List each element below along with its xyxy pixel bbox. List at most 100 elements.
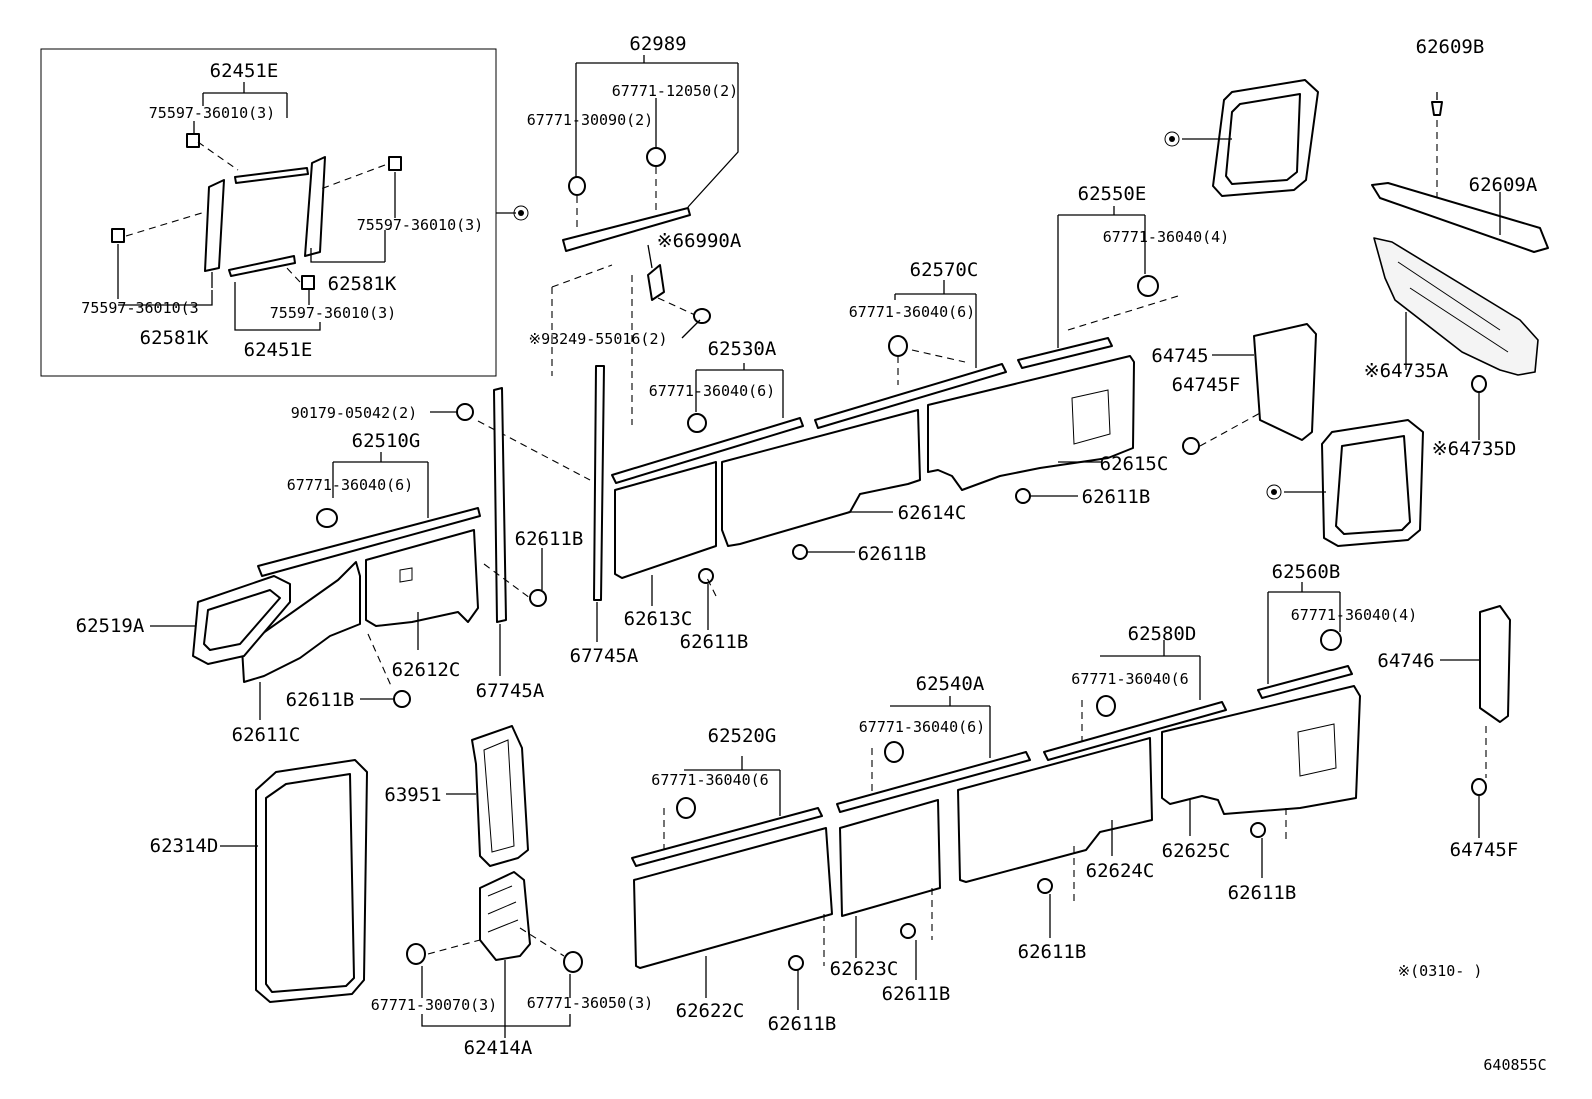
label-64745: 64745 [1151,345,1208,367]
label-67771-36040-530: 67771-36040(6) [649,382,775,400]
label-63951: 63951 [384,784,441,806]
strip-62550E [1017,337,1113,369]
label-75597-a: 75597-36010(3) [149,104,275,122]
label-67771-30090: 67771-30090(2) [527,111,653,129]
label-62611B-6: 62611B [1228,882,1297,904]
pillar-62581K-right [304,156,326,257]
clip-75597-a [186,133,200,148]
label-62611B-2: 62611B [515,528,584,550]
panel-64745 [1253,323,1317,441]
label-62611B-7: 62611B [1018,941,1087,963]
label-62560B: 62560B [1272,561,1341,583]
label-62314D: 62314D [150,835,219,857]
label-62614C: 62614C [898,502,967,524]
label-67771-36040-520: 67771-36040(6 [651,771,768,789]
label-64746: 64746 [1377,650,1434,672]
label-62611B-9: 62611B [768,1013,837,1035]
label-62580D: 62580D [1128,623,1197,645]
weatherstrip-67745A-left [493,387,507,623]
label-62611B-5: 62611B [1082,486,1151,508]
bracket-62414A [479,871,531,961]
weatherstrip-67745A-center [593,365,605,601]
label-62989: 62989 [629,33,686,55]
label-67745A-a: 67745A [476,680,545,702]
label-62622C: 62622C [676,1000,745,1022]
strip-62540A [836,751,1031,813]
clip-66990A [647,264,665,301]
label-62451E-top: 62451E [210,60,279,82]
label-62550E: 62550E [1078,183,1147,205]
label-67771-36040-540: 67771-36040(6) [859,718,985,736]
strip-62570C [814,363,1007,429]
label-75597-b: 75597-36010(3) [357,216,483,234]
panel-62624C [957,737,1153,883]
clip-75597-c [111,228,125,243]
label-64735A: ※64735A [1364,360,1449,382]
pillar-62581K-left [204,179,225,272]
label-62625C: 62625C [1162,840,1231,862]
label-67771-36040-570: 67771-36040(6) [849,303,975,321]
panel-62614C [721,409,921,547]
label-67771-30070: 67771-30070(3) [371,996,497,1014]
label-62611B-1: 62611B [286,689,355,711]
label-62451E-bottom: 62451E [244,339,313,361]
label-64745F-a: 64745F [1172,374,1241,396]
panel-62613C [614,461,717,579]
label-93249: ※93249-55016(2) [529,330,668,348]
strip-62451E-lower [228,255,296,277]
label-62581K-b: 62581K [140,327,209,349]
panel-62615C [927,355,1135,491]
footnote-date: ※(0310- ) [1398,962,1483,980]
panel-62622C [633,827,833,969]
panel-62623C [839,799,941,917]
panel-62609A [1371,182,1549,253]
label-75597-c: 75597-36010(3 [81,299,198,317]
strip-62580D [1043,701,1227,761]
clip-75597-d [301,275,315,290]
strip-62520G [631,807,823,867]
cover-64735A [1373,237,1539,376]
label-62613C: 62613C [624,608,693,630]
label-62520G: 62520G [708,725,777,747]
label-62612C: 62612C [392,659,461,681]
strip-62451E-upper [234,167,309,184]
label-62570C: 62570C [910,259,979,281]
label-64745F-b: 64745F [1450,839,1519,861]
label-62624C: 62624C [1086,860,1155,882]
label-62611B-8: 62611B [882,983,951,1005]
label-62611B-3: 62611B [680,631,749,653]
pillar-63951 [471,725,529,867]
label-67771-36040-510: 67771-36040(6) [287,476,413,494]
panel-62625C [1161,685,1361,815]
label-75597-d: 75597-36010(3) [270,304,396,322]
label-67771-36040-560: 67771-36040(4) [1291,606,1417,624]
clip-75597-b [388,156,402,171]
label-62611C: 62611C [232,724,301,746]
label-67771-12050: 67771-12050(2) [612,82,738,100]
label-62530A: 62530A [708,338,777,360]
label-62611B-4: 62611B [858,543,927,565]
label-62540A: 62540A [916,673,985,695]
label-62414A: 62414A [464,1037,533,1059]
panel-62611C [241,561,361,683]
fastener-62609B [1431,101,1443,116]
label-64735D: ※64735D [1432,438,1517,460]
diagram-code: 640855C [1483,1056,1546,1074]
panel-64746 [1479,605,1511,723]
label-62623C: 62623C [830,958,899,980]
label-62519A: 62519A [76,615,145,637]
label-67745A-b: 67745A [570,645,639,667]
label-62609B: 62609B [1416,36,1485,58]
strip-62530A [611,417,804,484]
strip-62560B [1257,665,1353,699]
label-62510G: 62510G [352,430,421,452]
label-67771-36050: 67771-36050(3) [527,994,653,1012]
label-66990A: ※66990A [657,230,742,252]
strip-62510G [257,507,481,577]
trim-62989 [562,207,691,252]
label-67771-36040-550: 67771-36040(4) [1103,228,1229,246]
label-62609A: 62609A [1469,174,1538,196]
label-67771-36040-580: 67771-36040(6 [1071,670,1188,688]
